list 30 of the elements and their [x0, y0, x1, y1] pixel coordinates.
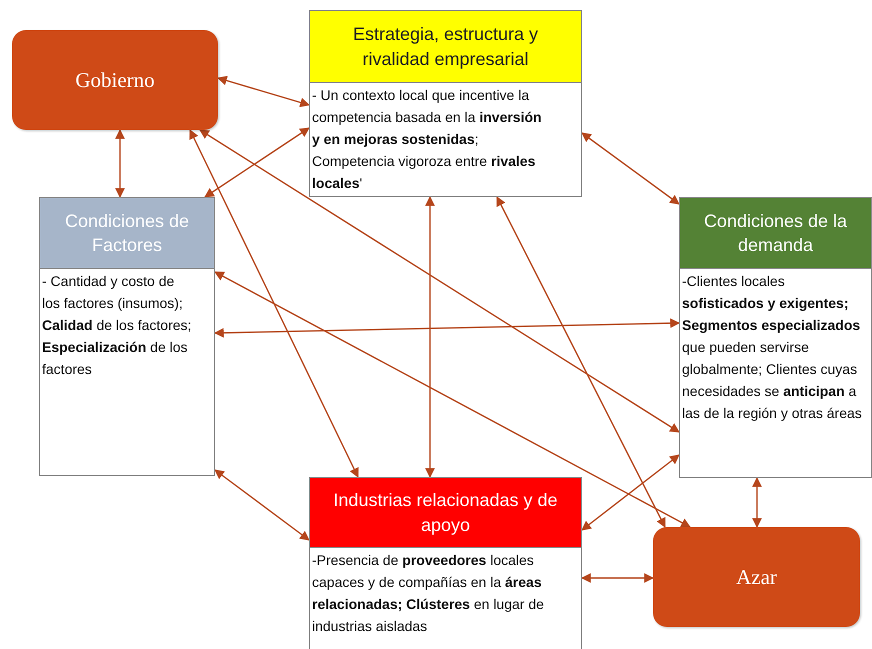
double-arrow: [581, 454, 680, 531]
card-body-text: - Un contexto local que incentive la competencia basada en la inversión y en mejoras sostenidas; Competencia vigoroza entre rivales locales': [311, 86, 543, 193]
double-arrow: [199, 129, 680, 433]
double-arrow: [115, 129, 125, 198]
card-body-text: -Presencia de proveedores locales capaces y de compañías en la áreas relacionadas; Clústeres en lugar de industrias aisladas: [311, 551, 545, 636]
card-header: Condiciones de la demanda: [680, 198, 871, 269]
double-arrow: [214, 469, 310, 541]
double-arrow: [425, 196, 435, 478]
box-label: Gobierno: [75, 68, 155, 92]
factor-card: [39, 197, 215, 476]
double-arrow: [496, 196, 666, 528]
rounded-box: [12, 30, 218, 130]
card-header: Industrias relacionadas y de apoyo: [310, 478, 581, 548]
double-arrow: [581, 573, 654, 583]
factor-card: [679, 197, 872, 478]
card-header: Condiciones de Factores: [40, 198, 214, 269]
double-arrow: [214, 271, 691, 528]
double-arrow: [214, 318, 680, 338]
double-arrow: [189, 129, 359, 478]
factor-card: [309, 10, 582, 197]
double-arrow: [581, 132, 680, 205]
card-header: Estrategia, estructura y rivalidad empresarial: [310, 11, 581, 83]
rounded-box: [653, 527, 860, 627]
factor-card: [309, 477, 582, 649]
double-arrow: [204, 127, 310, 198]
box-label: Azar: [736, 564, 777, 590]
double-arrow: [752, 477, 762, 528]
card-body-text: - Cantidad y costo de los factores (insumos); Calidad de los factores; Especialización de los factores: [41, 272, 192, 379]
double-arrow: [217, 76, 310, 108]
card-body-text: -Clientes locales sofisticados y exigentes; Segmentos especializados que pueden servirse globalmente; Clientes cuyas necesidades se anticipan a las de la región y otras áreas: [681, 272, 863, 423]
